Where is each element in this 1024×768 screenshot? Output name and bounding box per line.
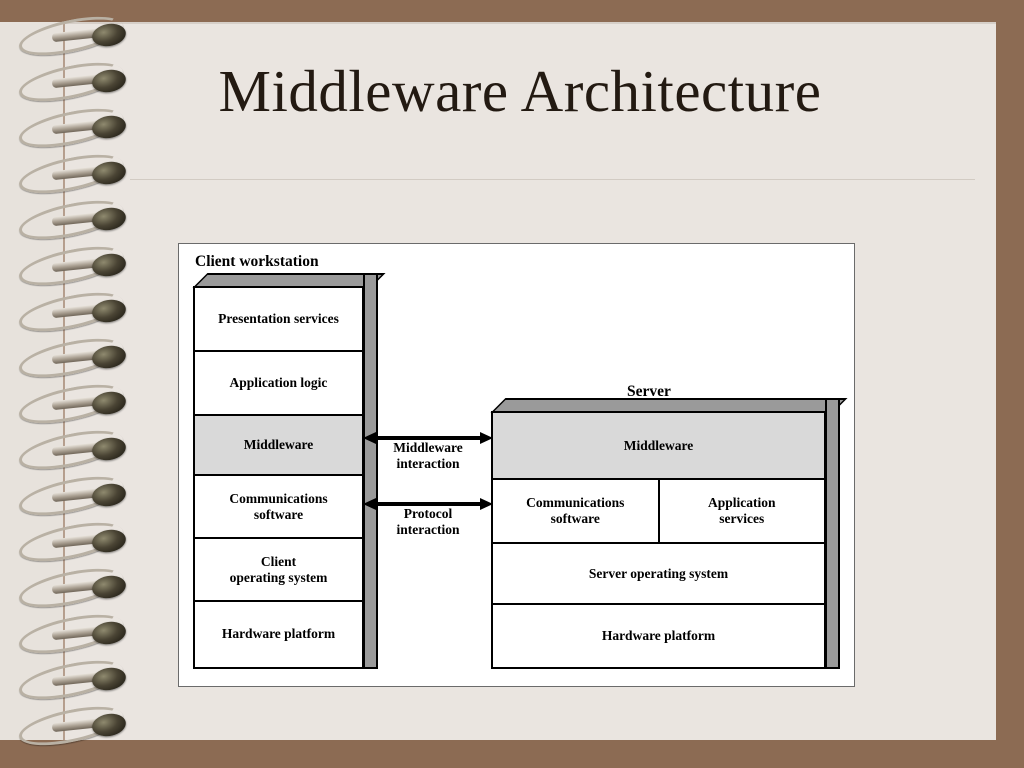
server-box-caption: Server bbox=[627, 383, 671, 400]
spiral-coil-ring bbox=[15, 193, 136, 247]
middleware-interaction-arrow bbox=[363, 432, 493, 444]
spiral-coil-ring bbox=[15, 9, 136, 63]
arrow-head-right-icon bbox=[480, 432, 493, 444]
paper-top-edge bbox=[0, 22, 996, 24]
client-box-caption: Client workstation bbox=[195, 253, 319, 270]
spiral-coil-ring bbox=[15, 607, 136, 661]
client-layer-application-logic: Application logic bbox=[195, 352, 362, 416]
spiral-coil-ring bbox=[15, 331, 136, 385]
spiral-coil-ring bbox=[15, 101, 136, 155]
diagram-frame: Client workstation Presentation services… bbox=[178, 243, 855, 687]
arrow-head-left-icon bbox=[363, 432, 376, 444]
spiral-coil-ring bbox=[15, 423, 136, 477]
arrow-head-left-icon bbox=[363, 498, 376, 510]
arrow-shaft bbox=[372, 502, 484, 506]
page-title: Middleware Architecture bbox=[218, 58, 822, 124]
client-workstation-block: Presentation services Application logic … bbox=[192, 273, 386, 669]
client-block-side-face bbox=[363, 273, 378, 669]
client-layer-presentation-services: Presentation services bbox=[195, 288, 362, 353]
client-layer-hardware-platform: Hardware platform bbox=[221, 626, 336, 642]
client-layer-middleware: Middleware bbox=[195, 415, 362, 477]
server-layer-hardware-platform: Hardware platform bbox=[601, 628, 716, 644]
paper-margin-strip bbox=[0, 22, 64, 740]
server-layer-middleware: Middleware bbox=[493, 413, 824, 480]
spiral-coil-ring bbox=[15, 55, 136, 109]
title-divider bbox=[130, 179, 975, 180]
spiral-coil-ring bbox=[15, 377, 136, 431]
spiral-coil-ring bbox=[15, 469, 136, 523]
spiral-coil-ring bbox=[15, 147, 136, 201]
arrow-shaft bbox=[372, 436, 484, 440]
spiral-binding bbox=[0, 0, 150, 768]
paper-binding-seam bbox=[63, 22, 65, 740]
client-layer-stack: Presentation services Application logic … bbox=[193, 286, 364, 669]
server-block-side-face bbox=[825, 398, 840, 669]
spiral-coil-ring bbox=[15, 285, 136, 339]
server-layer-operating-system: Server operating system bbox=[493, 544, 824, 605]
arrow-head-right-icon bbox=[480, 498, 493, 510]
spiral-coil-ring bbox=[15, 561, 136, 615]
protocol-interaction-arrow bbox=[363, 498, 493, 510]
spiral-coil-ring bbox=[15, 239, 136, 293]
spiral-coil-ring bbox=[15, 699, 136, 753]
spiral-coil-ring bbox=[15, 515, 136, 569]
spiral-coil-ring bbox=[15, 653, 136, 707]
